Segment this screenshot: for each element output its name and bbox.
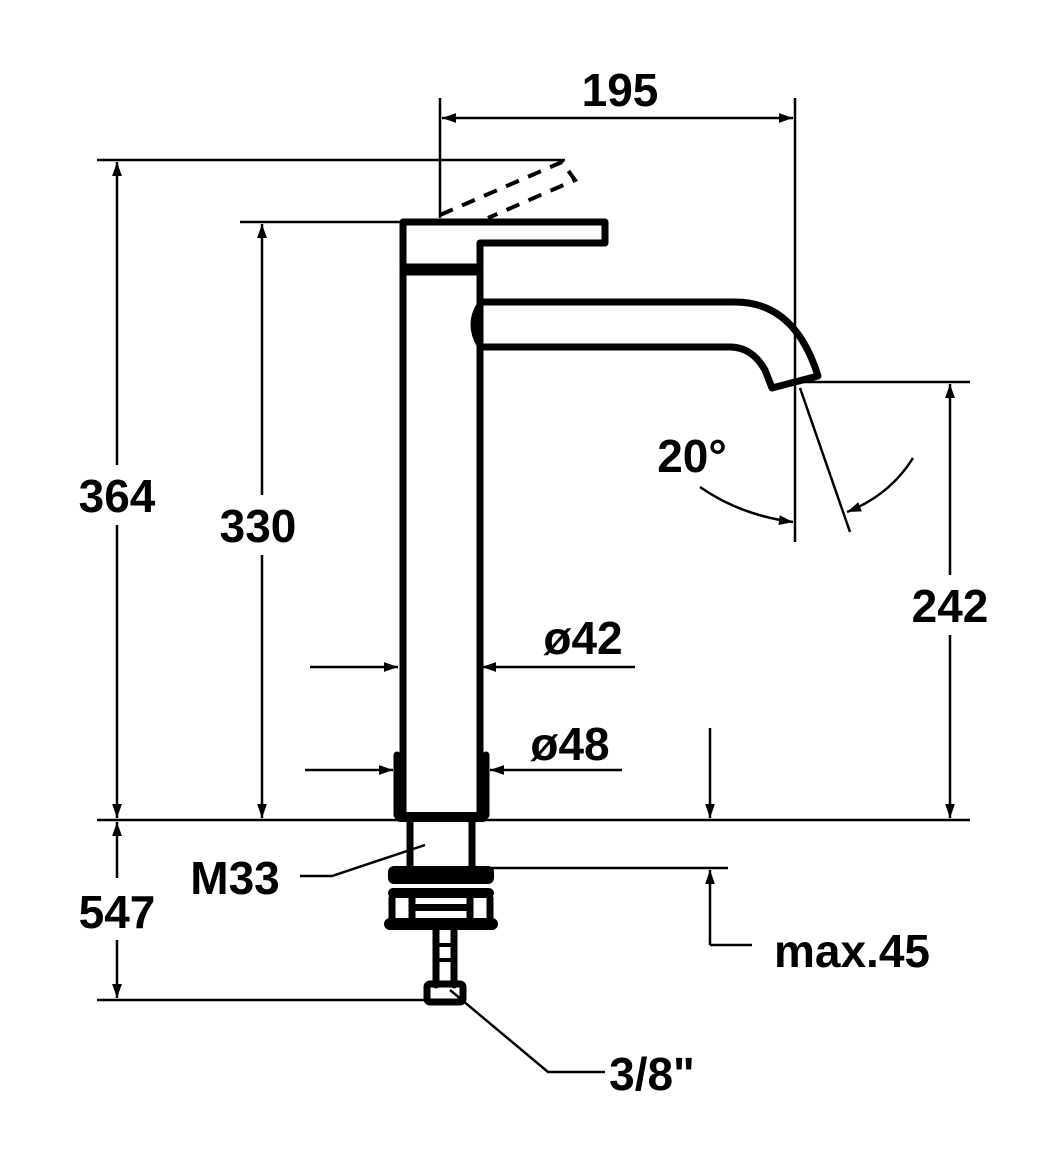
lever-raised-position xyxy=(439,159,579,220)
dimension-spout-reach: 195 xyxy=(442,64,793,123)
faucet-outline xyxy=(384,159,822,1006)
label-364: 364 xyxy=(79,470,156,522)
dimension-below-deck: 547 xyxy=(79,822,156,998)
label-330: 330 xyxy=(220,500,297,552)
label-max-45: max.45 xyxy=(774,925,930,977)
extension-lines xyxy=(97,98,970,1002)
label-20-degrees: 20° xyxy=(657,430,727,482)
callout-thread: M33 xyxy=(190,843,426,904)
dimension-lever-angle: 20° xyxy=(657,387,915,533)
supply-hose xyxy=(432,926,458,989)
label-diameter-42: ø42 xyxy=(543,612,622,664)
base-collar xyxy=(393,751,490,819)
dimension-body-height: 330 xyxy=(220,224,297,818)
dimension-max-deck-thickness: max.45 xyxy=(705,728,930,977)
dimension-body-diameter: ø42 xyxy=(310,612,635,672)
label-diameter-48: ø48 xyxy=(530,718,609,770)
label-m33: M33 xyxy=(190,852,279,904)
threaded-shank xyxy=(406,818,476,870)
label-195: 195 xyxy=(582,64,659,116)
lever xyxy=(399,218,609,274)
dimension-base-diameter: ø48 xyxy=(305,718,622,775)
label-3-8-inch: 3/8" xyxy=(609,1048,695,1100)
callout-connection: 3/8" xyxy=(449,989,695,1100)
dimension-spout-height: 242 xyxy=(912,384,989,818)
connector-nut xyxy=(423,980,467,1006)
label-547: 547 xyxy=(79,886,156,938)
faucet-body xyxy=(399,268,484,822)
dimension-total-height: 364 xyxy=(79,162,156,818)
spout xyxy=(476,298,822,392)
label-242: 242 xyxy=(912,580,989,632)
